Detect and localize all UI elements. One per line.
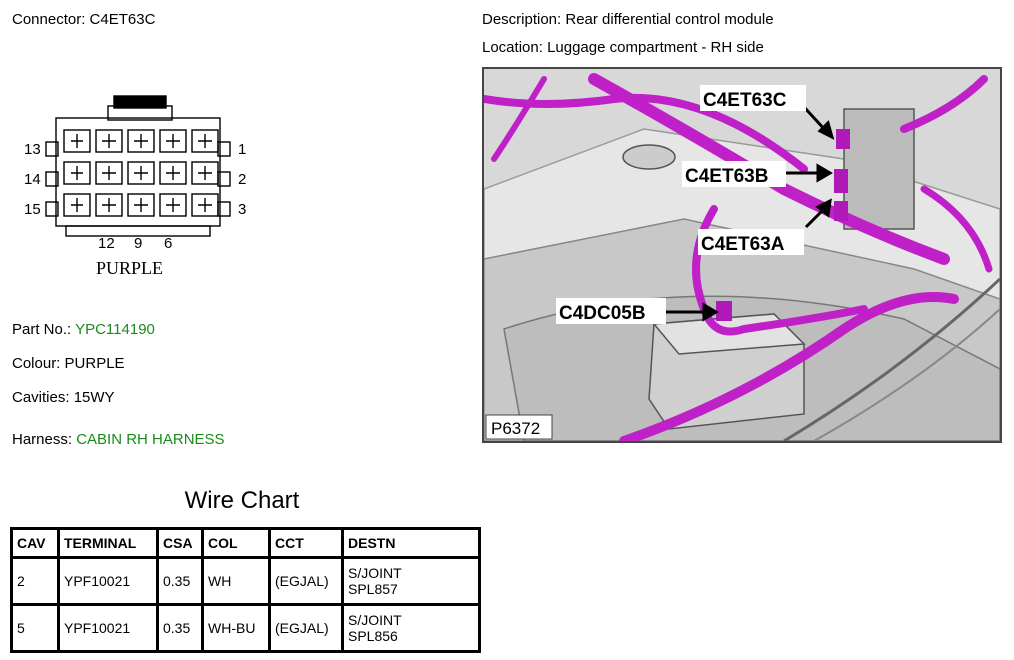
- location-field: Location: Luggage compartment - RH side: [482, 39, 764, 56]
- callout-c4dc05b: C4DC05B: [559, 303, 646, 324]
- part-no-value: YPC114190: [75, 321, 155, 338]
- harness-value: CABIN RH HARNESS: [76, 431, 225, 448]
- wire-chart-title: Wire Chart: [184, 487, 300, 514]
- pin-label-14: 14: [24, 171, 41, 188]
- header-csa: CSA: [156, 527, 204, 559]
- header-col: COL: [201, 527, 271, 559]
- pin-label-15: 15: [24, 201, 41, 218]
- cell-col: WH: [201, 556, 271, 606]
- pin-label-3: 3: [238, 201, 246, 218]
- pin-label-6: 6: [164, 235, 172, 252]
- photo-image-id: P6372: [491, 419, 540, 438]
- cell-cct: (EGJAL): [268, 556, 344, 606]
- location-label: Location:: [482, 39, 543, 56]
- connector-face-diagram: 13 14 15 1 2 3 12 9 6 PURPLE: [24, 95, 246, 278]
- wire-chart-header-row: CAV TERMINAL CSA COL CCT DESTN: [10, 527, 481, 559]
- header-cct: CCT: [268, 527, 344, 559]
- cell-cav: 2: [10, 556, 60, 606]
- pin-label-9: 9: [134, 235, 142, 252]
- callout-c4et63c: C4ET63C: [703, 90, 787, 111]
- cavities-value: 15WY: [73, 389, 115, 406]
- header-terminal: TERMINAL: [57, 527, 159, 559]
- cavities-label: Cavities:: [12, 389, 70, 406]
- cell-cav: 5: [10, 603, 60, 653]
- description-value: Rear differential control module: [565, 11, 774, 28]
- colour-label: Colour:: [12, 355, 61, 372]
- cell-csa: 0.35: [156, 556, 204, 606]
- destn-line-2: SPL857: [348, 581, 398, 597]
- colour-value: PURPLE: [64, 355, 125, 372]
- pin-label-2: 2: [238, 171, 246, 188]
- connector-value: C4ET63C: [89, 11, 156, 28]
- cell-terminal: YPF10021: [57, 603, 159, 653]
- callout-c4et63a: C4ET63A: [701, 234, 785, 255]
- header-destn: DESTN: [341, 527, 481, 559]
- cavities-field: Cavities: 15WY: [12, 389, 115, 406]
- cell-csa: 0.35: [156, 603, 204, 653]
- pin-label-13: 13: [24, 141, 41, 158]
- description-label: Description:: [482, 11, 562, 28]
- connector-label: Connector:: [12, 11, 86, 28]
- colour-field: Colour: PURPLE: [12, 355, 125, 372]
- diagram-colour-caption: PURPLE: [96, 258, 163, 278]
- description-field: Description: Rear differential control m…: [482, 11, 774, 28]
- pin-label-12: 12: [98, 235, 115, 252]
- part-no-label: Part No.:: [12, 321, 72, 338]
- cell-cct: (EGJAL): [268, 603, 344, 653]
- table-row: 2 YPF10021 0.35 WH (EGJAL) S/JOINT SPL85…: [10, 556, 481, 606]
- header-cav: CAV: [10, 527, 60, 559]
- harness-label: Harness:: [12, 431, 73, 448]
- wire-chart-table: CAV TERMINAL CSA COL CCT DESTN 2 YPF1002…: [10, 527, 481, 653]
- cell-col: WH-BU: [201, 603, 271, 653]
- location-value: Luggage compartment - RH side: [547, 39, 764, 56]
- destn-line-2: SPL856: [348, 628, 398, 644]
- location-photo: C4ET63C C4ET63B C4ET63A C4DC05B P6372: [482, 67, 1002, 443]
- harness-field: Harness: CABIN RH HARNESS: [12, 431, 225, 448]
- cell-terminal: YPF10021: [57, 556, 159, 606]
- pin-label-1: 1: [238, 141, 246, 158]
- part-no-field: Part No.: YPC114190: [12, 321, 155, 338]
- destn-line-1: S/JOINT: [348, 565, 402, 581]
- cell-destn: S/JOINT SPL857: [341, 556, 481, 606]
- destn-line-1: S/JOINT: [348, 612, 402, 628]
- connector-field: Connector: C4ET63C: [12, 11, 155, 28]
- cell-destn: S/JOINT SPL856: [341, 603, 481, 653]
- location-illustration: C4ET63C C4ET63B C4ET63A C4DC05B P6372: [484, 69, 1000, 441]
- callout-c4et63b: C4ET63B: [685, 166, 768, 187]
- table-row: 5 YPF10021 0.35 WH-BU (EGJAL) S/JOINT SP…: [10, 603, 481, 653]
